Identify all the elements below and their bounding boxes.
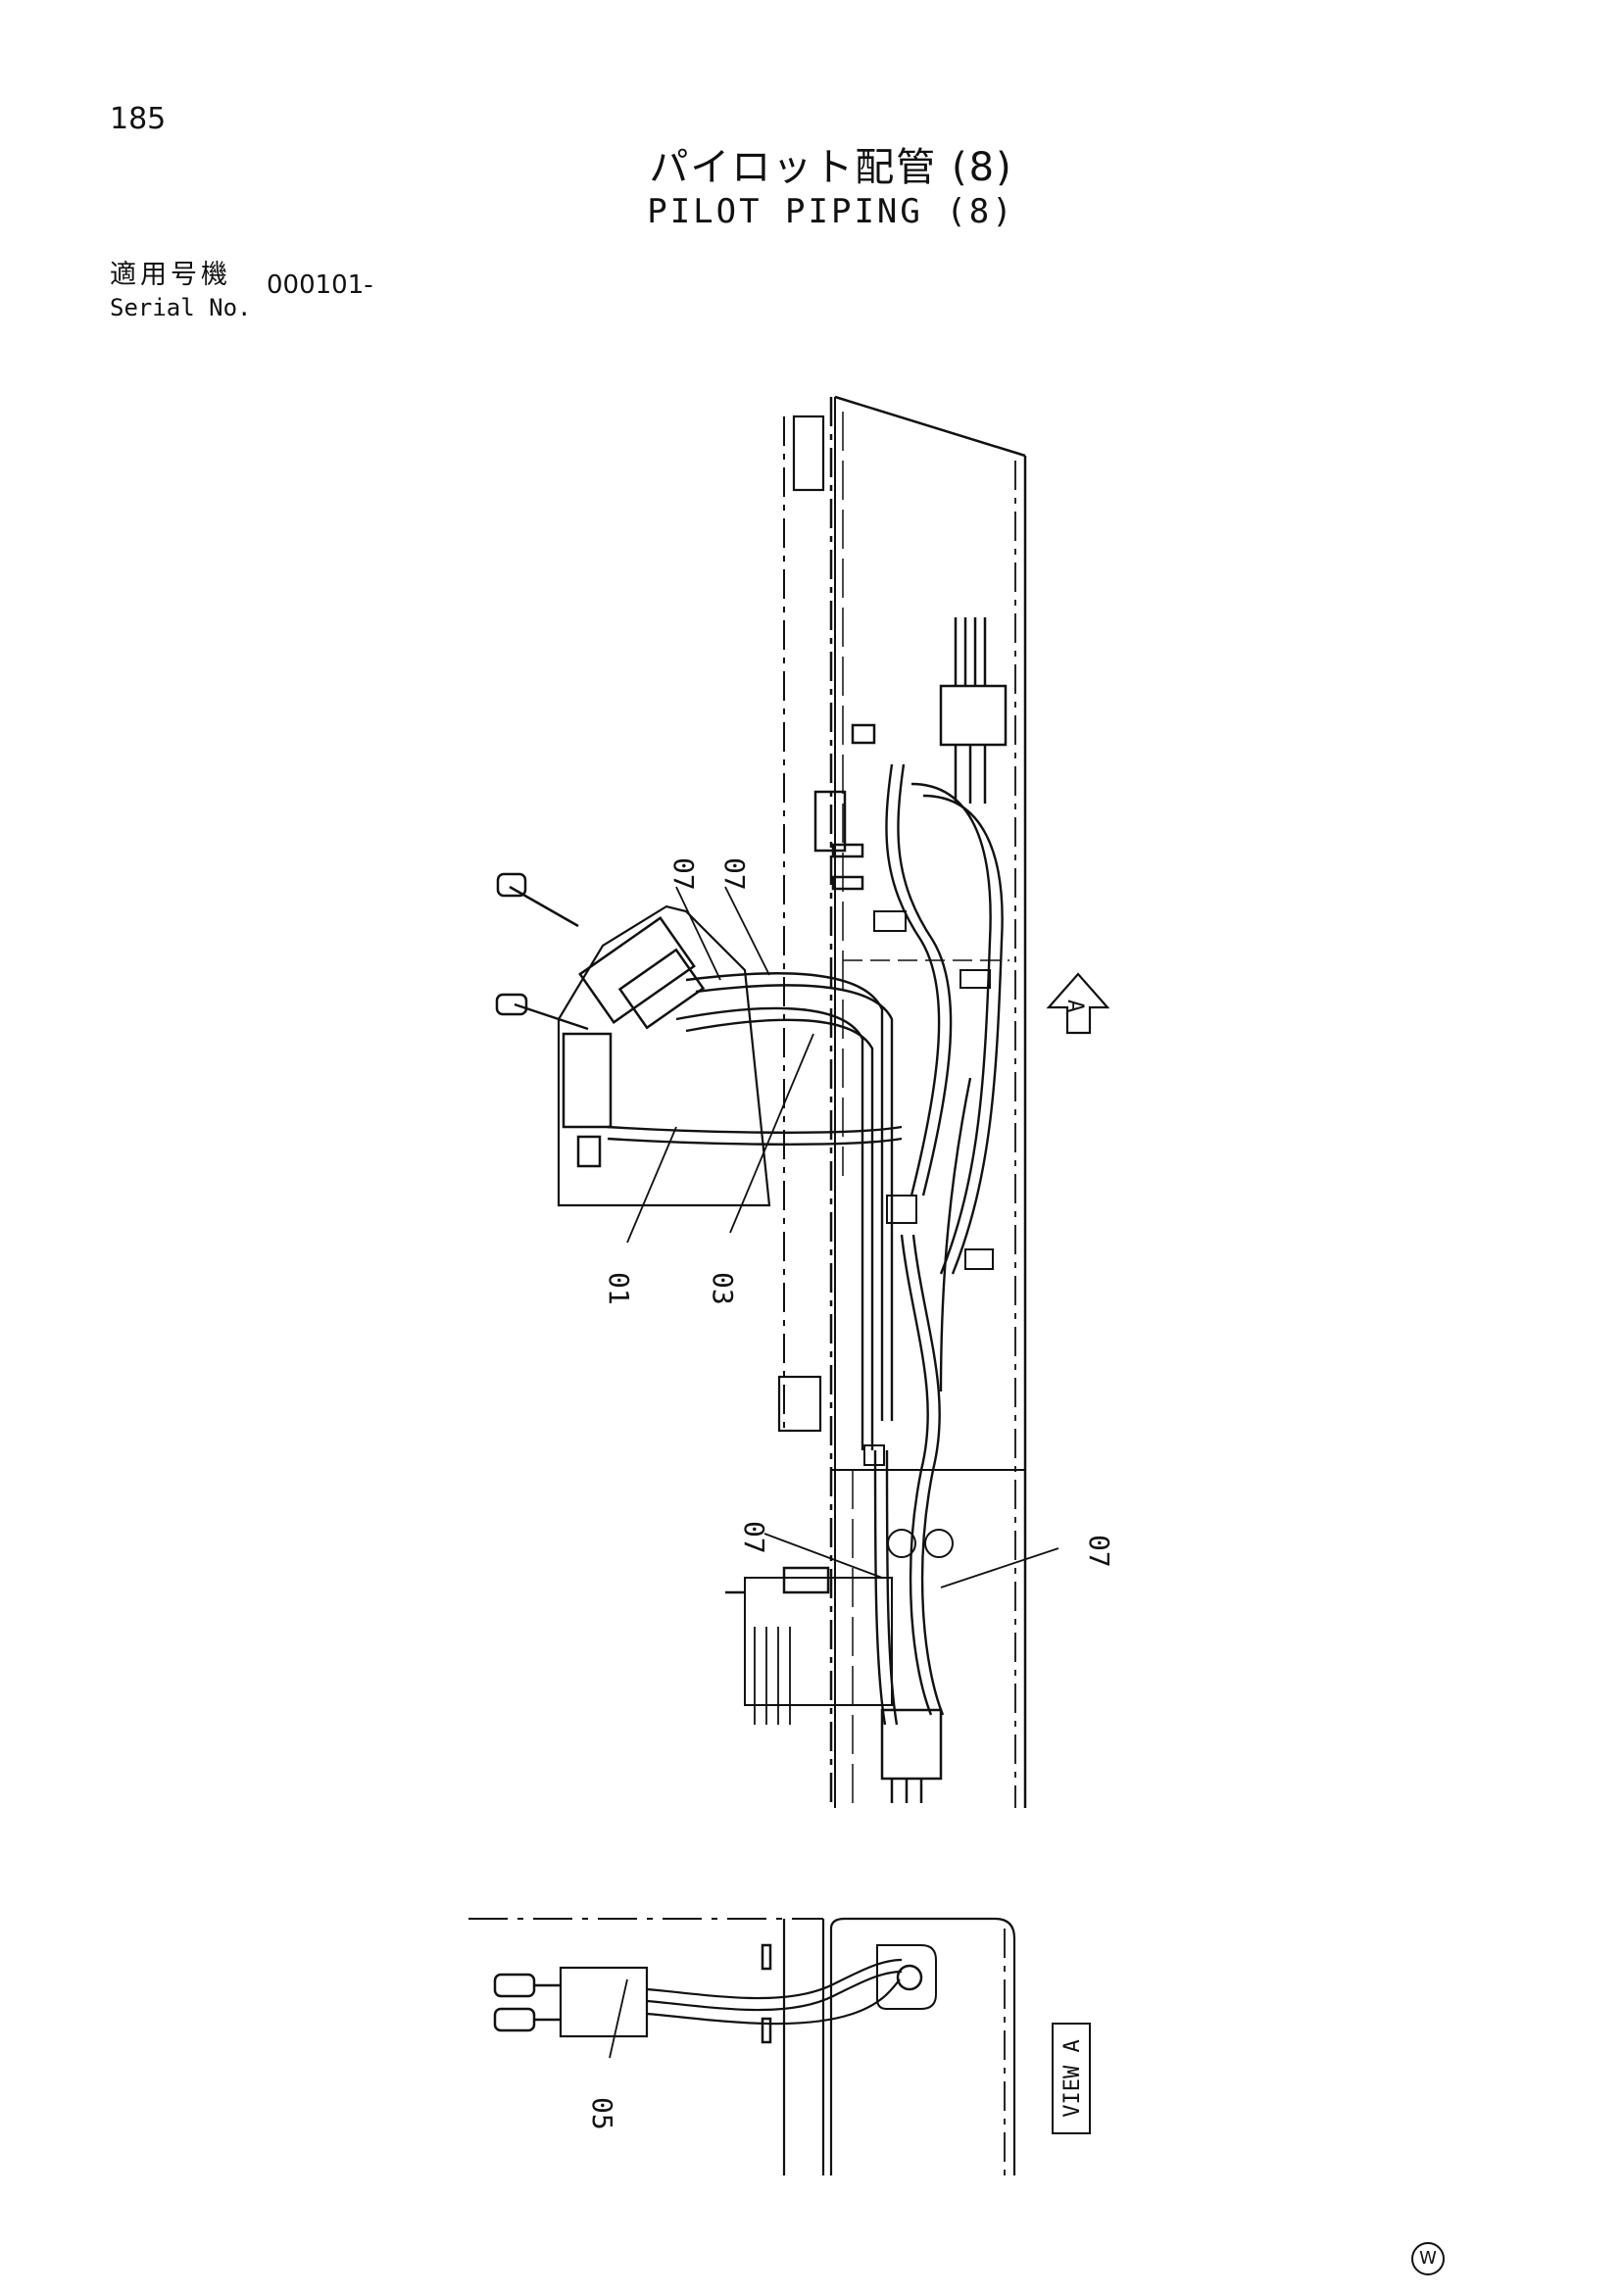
serial-label-english: Serial No. [110,294,252,321]
serial-label-japanese: 適用号機 [110,260,231,290]
machine-frame [777,395,1027,1808]
view-a-label-box: VIEW A [1052,2023,1091,2134]
page-number: 185 [110,102,167,136]
pilot-hoses [607,763,1004,1726]
page-title-english: PILOT PIPING (8) [647,192,1015,231]
view-a-inset [468,1917,1016,2175]
hose-clamps [863,910,994,1558]
view-a-label: VIEW A [1060,2039,1085,2117]
page-title-japanese: パイロット配管 (8) [649,145,1013,190]
callout-07-lower-left: 07 [738,1521,770,1554]
callout-05: 05 [586,2097,618,2130]
solenoid-block-upper [813,617,1008,891]
pilot-control-valve-upper [495,872,771,1207]
control-valve-lower [725,1566,943,1803]
callout-07-lower-right: 07 [1083,1535,1115,1568]
callout-07-upper-left: 07 [667,857,700,891]
callout-03: 03 [707,1272,739,1305]
callout-labels: 07 07 01 03 07 07 05 [586,857,1115,2130]
callout-07-upper-right: 07 [718,857,751,891]
w-mark-symbol: W [1411,2242,1445,2275]
serial-number-value: 000101- [267,270,373,300]
callout-leaders [609,886,1059,2059]
callout-01: 01 [603,1272,635,1305]
view-a-arrow: A [1046,972,1110,1035]
view-a-arrow-label: A [1062,1000,1087,1012]
